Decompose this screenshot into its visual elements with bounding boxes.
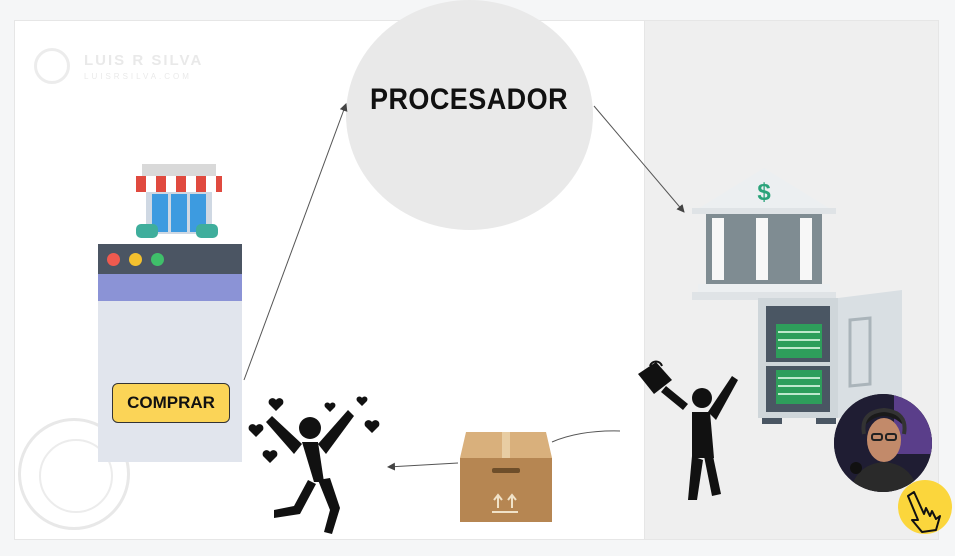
- presenter-avatar: [834, 394, 932, 492]
- bank-icon: $: [692, 168, 836, 300]
- arrow-seller-to-box: [551, 430, 621, 443]
- watermark-circle-icon: [34, 48, 70, 84]
- maximize-dot-icon: [151, 253, 164, 266]
- store-icon: [136, 164, 222, 238]
- watermark-name: LUIS R SILVA: [84, 52, 204, 69]
- browser-window: [98, 244, 242, 462]
- package-box-icon: [460, 432, 552, 522]
- browser-titlebar: [98, 244, 242, 274]
- customer-icon: [248, 396, 380, 534]
- watermark-logo: LUIS R SILVA LUISRSILVA.COM: [34, 48, 214, 88]
- arrow-box-to-customer: [387, 462, 459, 471]
- minimize-dot-icon: [129, 253, 142, 266]
- arrow-processor-to-bank: [593, 105, 685, 213]
- vault-icon: [758, 290, 902, 424]
- processor-node: PROCESADOR: [346, 0, 593, 230]
- presenter-photo-icon: [834, 394, 932, 492]
- pointing-hand-icon: [898, 480, 952, 534]
- processor-label: PROCESADOR: [370, 83, 569, 116]
- seller-icon: [638, 360, 738, 500]
- browser-header-band: [98, 274, 242, 301]
- watermark-site: LUISRSILVA.COM: [84, 72, 192, 81]
- watermark-seal-icon: [18, 418, 130, 530]
- arrow-store-to-processor: [243, 103, 348, 381]
- svg-text:$: $: [757, 179, 771, 206]
- close-dot-icon: [107, 253, 120, 266]
- buy-button[interactable]: COMPRAR: [112, 383, 230, 423]
